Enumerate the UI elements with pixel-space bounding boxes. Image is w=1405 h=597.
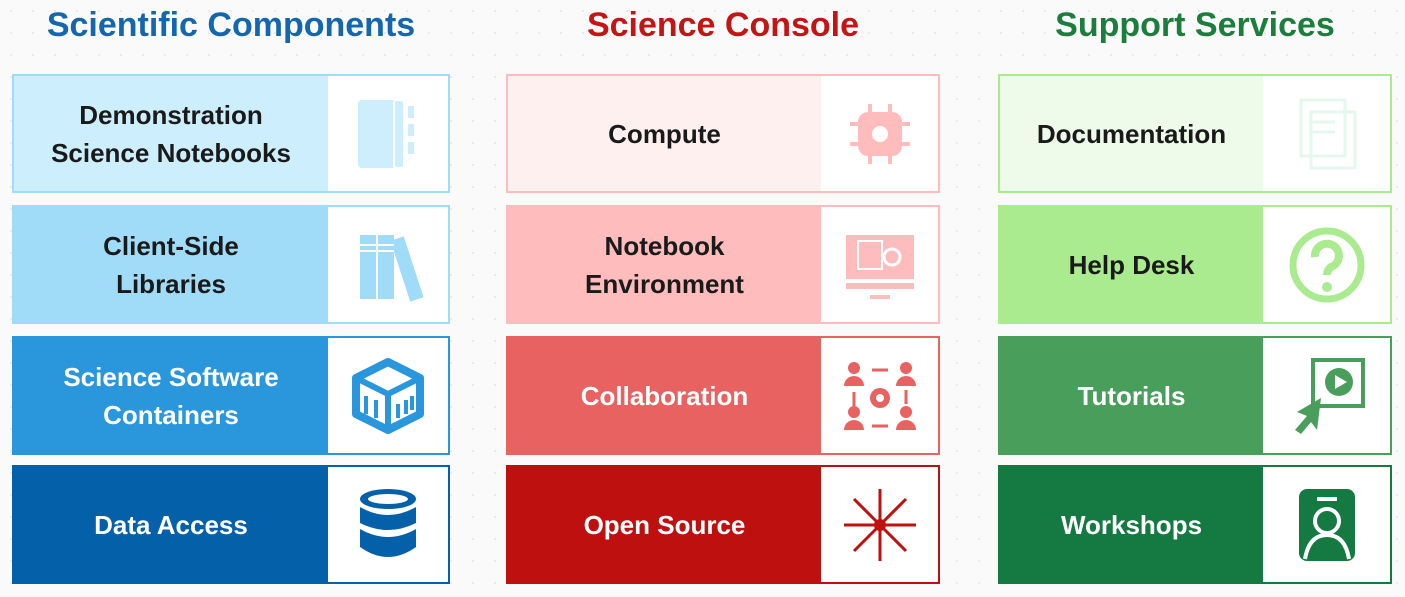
- service-card: Open Source: [506, 465, 940, 584]
- collaboration-icon: [821, 338, 938, 453]
- question-icon: [1263, 207, 1390, 322]
- service-card: Demonstration Science Notebooks: [12, 74, 450, 193]
- card-label: Workshops: [1000, 467, 1263, 582]
- service-card: Data Access: [12, 465, 450, 584]
- card-label: Collaboration: [508, 338, 821, 453]
- card-label: Demonstration Science Notebooks: [14, 76, 328, 191]
- card-label: Help Desk: [1000, 207, 1263, 322]
- service-card: Compute: [506, 74, 940, 193]
- column-title: Scientific Components: [46, 6, 416, 44]
- service-card: Help Desk: [998, 205, 1392, 324]
- database-icon: [328, 467, 448, 582]
- card-label: Data Access: [14, 467, 328, 582]
- service-card: Science Software Containers: [12, 336, 450, 455]
- service-card: Workshops: [998, 465, 1392, 584]
- cpu-chip-icon: [821, 76, 938, 191]
- card-label: Notebook Environment: [508, 207, 821, 322]
- monitor-settings-icon: [821, 207, 938, 322]
- card-label: Science Software Containers: [14, 338, 328, 453]
- card-label: Client-Side Libraries: [14, 207, 328, 322]
- service-card: Notebook Environment: [506, 205, 940, 324]
- video-tutorial-icon: [1263, 338, 1390, 453]
- column-title: Science Console: [586, 6, 860, 44]
- service-card: Documentation: [998, 74, 1392, 193]
- card-label: Tutorials: [1000, 338, 1263, 453]
- column-title: Support Services: [1055, 6, 1335, 44]
- books-icon: [328, 207, 448, 322]
- card-label: Documentation: [1000, 76, 1263, 191]
- service-card: Collaboration: [506, 336, 940, 455]
- workshop-group-icon: [1263, 467, 1390, 582]
- card-label: Open Source: [508, 467, 821, 582]
- documents-icon: [1263, 76, 1390, 191]
- arrows-outward-icon: [821, 467, 938, 582]
- card-label: Compute: [508, 76, 821, 191]
- service-card: Client-Side Libraries: [12, 205, 450, 324]
- notebook-icon: [328, 76, 448, 191]
- container-icon: [328, 338, 448, 453]
- service-card: Tutorials: [998, 336, 1392, 455]
